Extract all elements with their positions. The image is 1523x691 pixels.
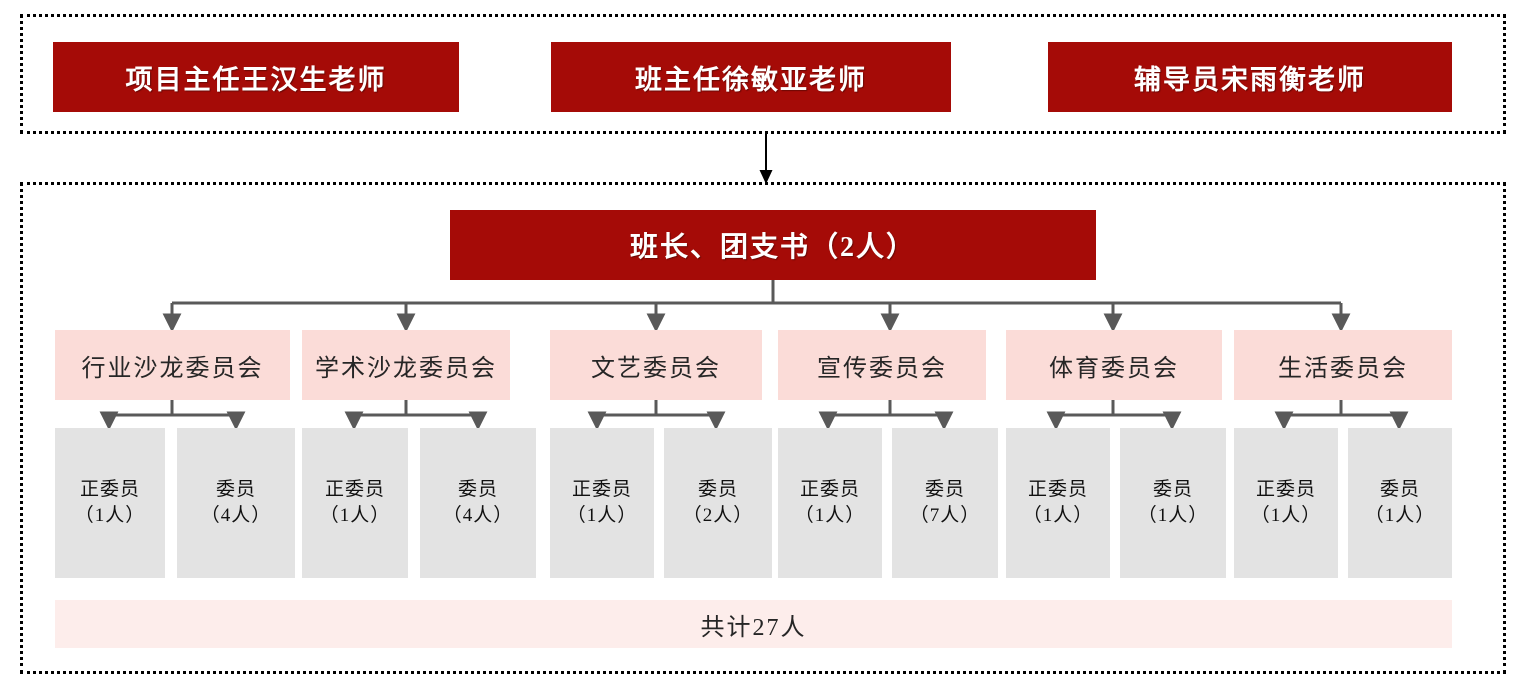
member-count: （4人） [442, 505, 514, 526]
total-headcount-bar: 共计27人 [55, 600, 1452, 648]
committee-card-sports[interactable]: 体育委员会 [1006, 330, 1222, 400]
member-count: （1人） [74, 505, 146, 526]
member-role: 正委员 [799, 479, 860, 501]
member-role: 委员 [215, 479, 256, 501]
member-count: （1人） [794, 505, 866, 526]
member-role: 正委员 [1255, 479, 1316, 501]
member-card-academic-salon-chief[interactable]: 正委员 （1人） [302, 428, 408, 578]
member-count: （4人） [200, 505, 272, 526]
member-card-academic-salon-members[interactable]: 委员 （4人） [420, 428, 536, 578]
member-card-livelihood-chief[interactable]: 正委员 （1人） [1234, 428, 1338, 578]
faculty-label: 班主任徐敏亚老师 [635, 64, 867, 95]
class-organization-container [20, 182, 1506, 674]
committee-label: 生活委员会 [1278, 355, 1408, 382]
committee-card-arts[interactable]: 文艺委员会 [550, 330, 762, 400]
committee-label: 宣传委员会 [817, 355, 947, 382]
faculty-to-class-arrow-icon [759, 132, 773, 184]
member-count: （1人） [1364, 505, 1436, 526]
faculty-card-project-director[interactable]: 项目主任王汉生老师 [53, 42, 459, 112]
faculty-label: 辅导员宋雨衡老师 [1134, 64, 1366, 95]
committee-card-academic-salon[interactable]: 学术沙龙委员会 [302, 330, 510, 400]
member-role: 委员 [457, 479, 498, 501]
member-card-sports-chief[interactable]: 正委员 （1人） [1006, 428, 1110, 578]
total-label: 共计27人 [700, 614, 807, 641]
leader-label: 班长、团支书（2人） [629, 232, 916, 263]
member-role: 正委员 [1027, 479, 1088, 501]
member-count: （1人） [566, 505, 638, 526]
leader-card-monitor-and-branch-secretary[interactable]: 班长、团支书（2人） [450, 210, 1096, 280]
member-card-sports-members[interactable]: 委员 （1人） [1120, 428, 1226, 578]
member-role: 委员 [1152, 479, 1193, 501]
committee-label: 行业沙龙委员会 [81, 355, 264, 382]
member-role: 正委员 [324, 479, 385, 501]
member-count: （7人） [909, 505, 981, 526]
member-count: （1人） [319, 505, 391, 526]
member-card-industry-salon-chief[interactable]: 正委员 （1人） [55, 428, 165, 578]
member-card-livelihood-members[interactable]: 委员 （1人） [1348, 428, 1452, 578]
member-role: 委员 [1379, 479, 1420, 501]
member-count: （1人） [1137, 505, 1209, 526]
faculty-group-container [20, 14, 1506, 134]
member-card-arts-chief[interactable]: 正委员 （1人） [550, 428, 654, 578]
faculty-card-counselor[interactable]: 辅导员宋雨衡老师 [1048, 42, 1452, 112]
member-card-industry-salon-members[interactable]: 委员 （4人） [177, 428, 295, 578]
committee-label: 学术沙龙委员会 [315, 355, 497, 382]
member-count: （1人） [1022, 505, 1094, 526]
committee-card-industry-salon[interactable]: 行业沙龙委员会 [55, 330, 290, 400]
member-count: （1人） [1250, 505, 1322, 526]
member-count: （2人） [682, 505, 754, 526]
member-role: 委员 [697, 479, 738, 501]
committee-label: 体育委员会 [1049, 355, 1179, 382]
committee-card-publicity[interactable]: 宣传委员会 [778, 330, 986, 400]
faculty-label: 项目主任王汉生老师 [125, 64, 387, 95]
member-card-publicity-members[interactable]: 委员 （7人） [892, 428, 998, 578]
committee-card-livelihood[interactable]: 生活委员会 [1234, 330, 1452, 400]
committee-label: 文艺委员会 [591, 355, 721, 382]
member-role: 正委员 [79, 479, 140, 501]
member-role: 正委员 [571, 479, 632, 501]
member-role: 委员 [924, 479, 965, 501]
faculty-card-class-advisor[interactable]: 班主任徐敏亚老师 [551, 42, 951, 112]
member-card-arts-members[interactable]: 委员 （2人） [664, 428, 772, 578]
member-card-publicity-chief[interactable]: 正委员 （1人） [778, 428, 882, 578]
